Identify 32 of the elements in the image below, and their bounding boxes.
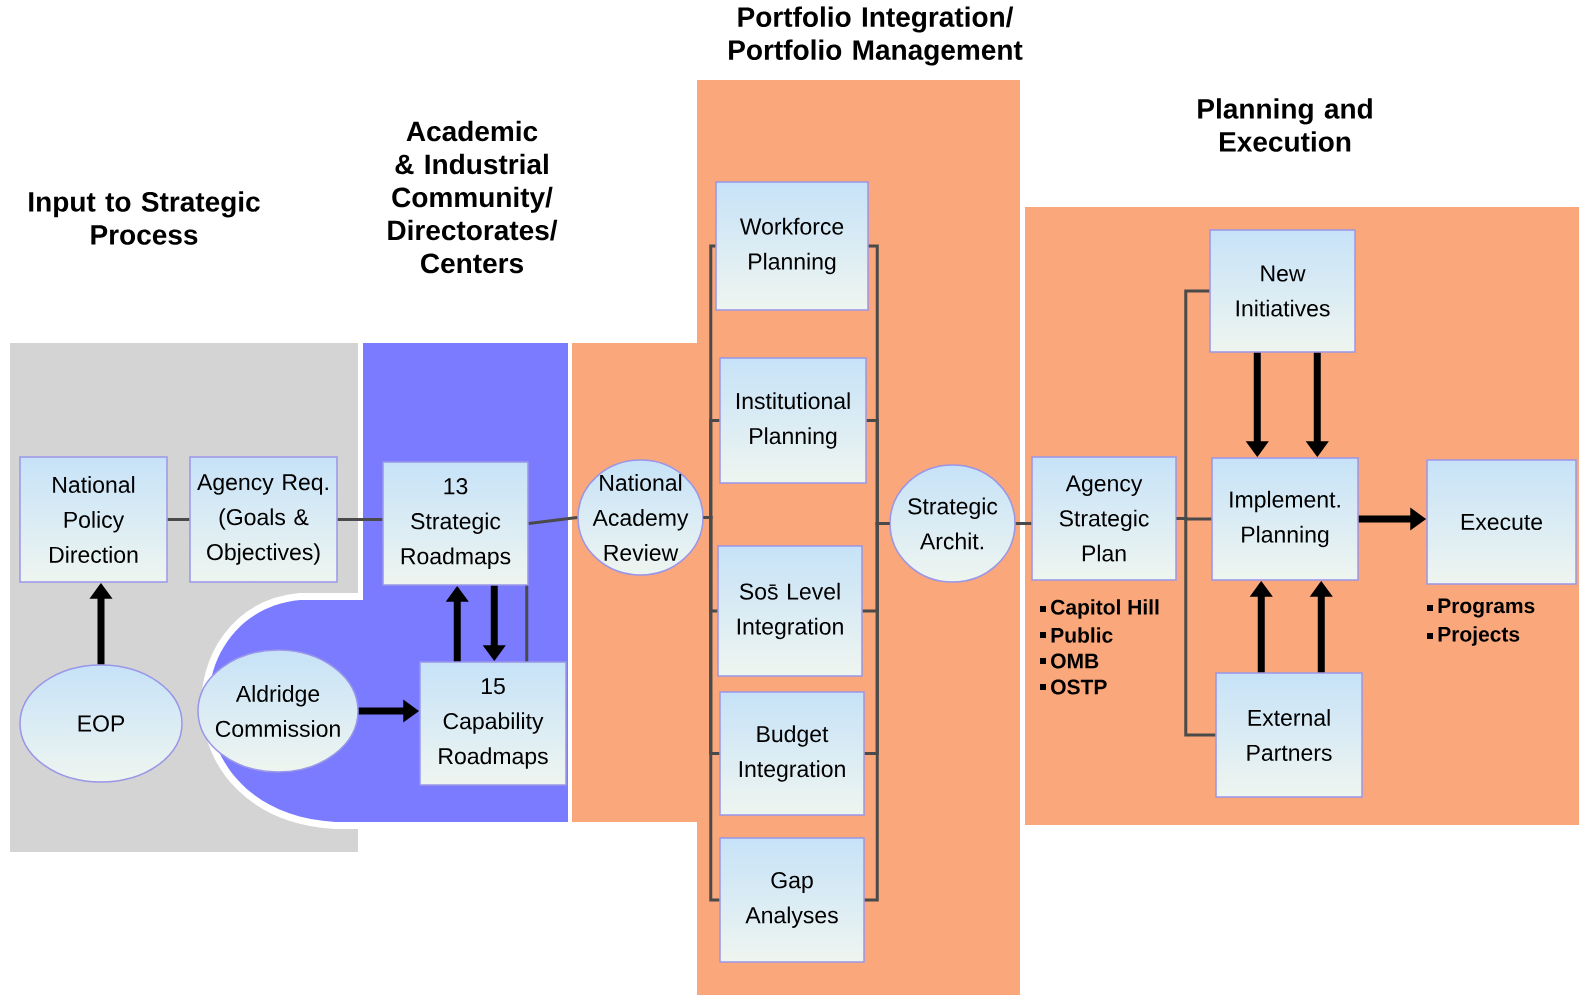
process-box: Agency Strategic Plan [1031, 456, 1177, 581]
connector-line [337, 518, 383, 521]
bullet-item: Programs [1427, 598, 1535, 618]
bullet-item: OMB [1040, 653, 1099, 669]
process-box: Execute [1426, 459, 1577, 585]
panel-heading: Portfolio Integration/ Portfolio Management [729, 6, 1023, 66]
process-box: Workforce Planning [715, 181, 869, 311]
process-box: 13 Strategic Roadmaps [382, 461, 529, 586]
bullet-item: Capitol Hill [1040, 599, 1159, 619]
process-box: Gap Analyses [719, 837, 865, 963]
connector-line [525, 585, 529, 662]
bullet-item: OSTP [1040, 679, 1107, 695]
bullet-item: Public [1040, 627, 1113, 643]
process-box: New Initiatives [1209, 229, 1356, 353]
process-box: Implement. Planning [1211, 457, 1359, 581]
connector-line [167, 518, 190, 521]
panel-heading: Academic & Industrial Community/ Directorates/ Centers [388, 120, 558, 274]
process-box: Agency Req. (Goals & Objectives) [189, 456, 338, 583]
connector-line [864, 522, 890, 902]
panel-heading: Planning and Execution [1198, 98, 1372, 152]
connector-line [1176, 517, 1216, 737]
panel-heading: Input to Strategic Process [29, 191, 260, 245]
process-box: Budget Integration [719, 691, 865, 816]
process-box: External Partners [1215, 672, 1363, 798]
process-box: National Policy Direction [19, 456, 168, 583]
connector-line [528, 516, 578, 525]
bullet-item: Projects [1427, 626, 1520, 646]
connector-line [1015, 522, 1032, 525]
process-box: Sos̄ Level Integration [717, 545, 863, 677]
connector-line [703, 516, 720, 902]
process-box: Institutional Planning [719, 357, 867, 484]
process-box: 15 Capability Roadmaps [419, 661, 567, 786]
